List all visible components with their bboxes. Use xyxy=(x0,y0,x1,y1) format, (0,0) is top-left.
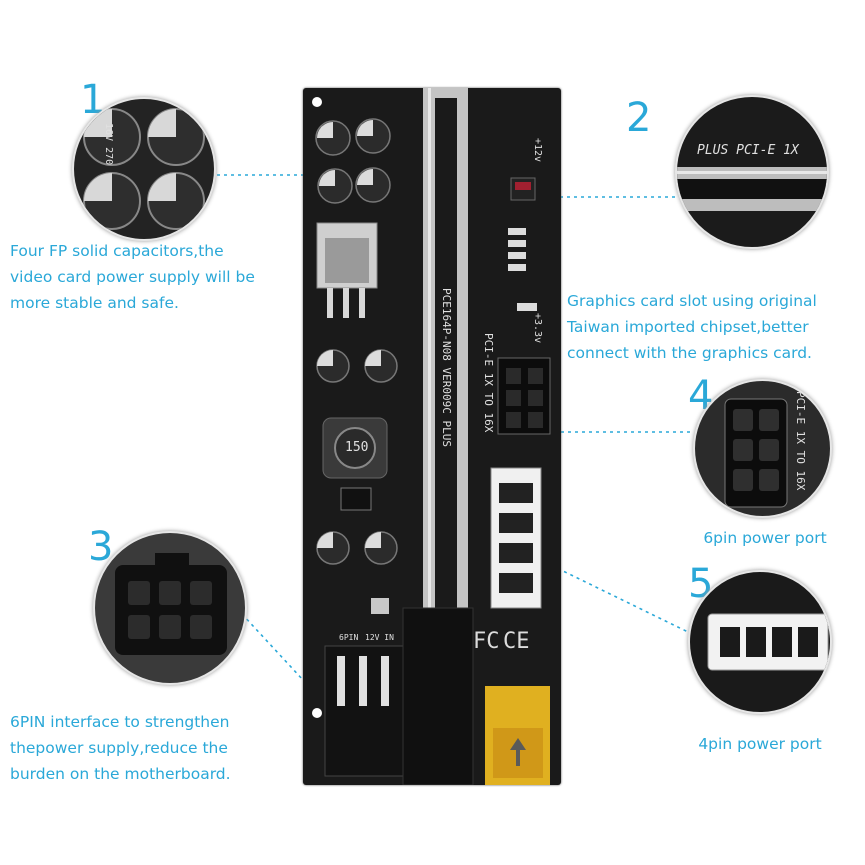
leader-line-5 xyxy=(519,549,689,633)
usb-port xyxy=(485,686,550,785)
capacitor-group-middle xyxy=(316,349,398,383)
zoom-six-pin-interface xyxy=(93,531,247,685)
zoom-slot: PLUS PCI-E 1X xyxy=(675,95,829,249)
chip-u2 xyxy=(340,487,372,511)
zoom-slot-label: PLUS PCI-E 1X xyxy=(697,143,799,158)
fuse xyxy=(371,598,389,614)
mounting-hole xyxy=(312,708,322,718)
svg-text:CE: CE xyxy=(503,629,530,654)
board-six-pin xyxy=(497,357,551,435)
six-pin-label: 6PIN xyxy=(339,633,359,642)
riser-board: FC CE PCE164P-N08 VER009C PLUS PCI-E 1X … xyxy=(303,88,561,785)
callout-text-2: Graphics card slot using original Taiwan… xyxy=(567,292,817,362)
capacitor-group-bottom xyxy=(316,531,398,565)
board-interface-label: PCI-E 1X TO 16X xyxy=(482,333,495,433)
twelve-v-in-label: 12V IN xyxy=(365,633,394,642)
zoom-cap-marking: 16V 270 xyxy=(103,123,114,166)
pcie-x16-slot xyxy=(423,88,468,618)
callout-text-4: 6pin power port xyxy=(703,529,827,547)
inductor-label: 150 xyxy=(345,440,369,455)
callout-text-3: 6PIN interface to strengthen thepower su… xyxy=(10,713,231,783)
board-four-pin xyxy=(490,467,542,609)
callout-number-2: 2 xyxy=(626,95,652,141)
board-model-label: PCE164P-N08 VER009C PLUS xyxy=(440,288,453,447)
callout-text-5: 4pin power port xyxy=(698,735,822,753)
zoom-four-pin-port xyxy=(688,570,832,714)
leader-line-3 xyxy=(241,613,366,748)
rail-3v3-label: +3.3v xyxy=(532,313,543,344)
rail-12v-label: +12v xyxy=(532,138,543,163)
smd-components xyxy=(508,228,537,311)
inductor xyxy=(322,417,388,479)
six-pin-header xyxy=(324,645,404,777)
callout-text-1: Four FP solid capacitors,the video card … xyxy=(10,242,255,312)
capacitor-group-top xyxy=(315,118,391,204)
cable-module xyxy=(402,607,474,785)
svg-text:FC: FC xyxy=(473,629,500,654)
zoom-capacitors: 16V 270 xyxy=(72,97,216,241)
voltage-regulator xyxy=(316,222,378,318)
zoom-six-pin-label: PCI-E 1X TO 16X xyxy=(794,391,807,491)
zoom-six-pin-port: PCI-E 1X TO 16X xyxy=(693,379,832,518)
mounting-hole xyxy=(312,97,322,107)
